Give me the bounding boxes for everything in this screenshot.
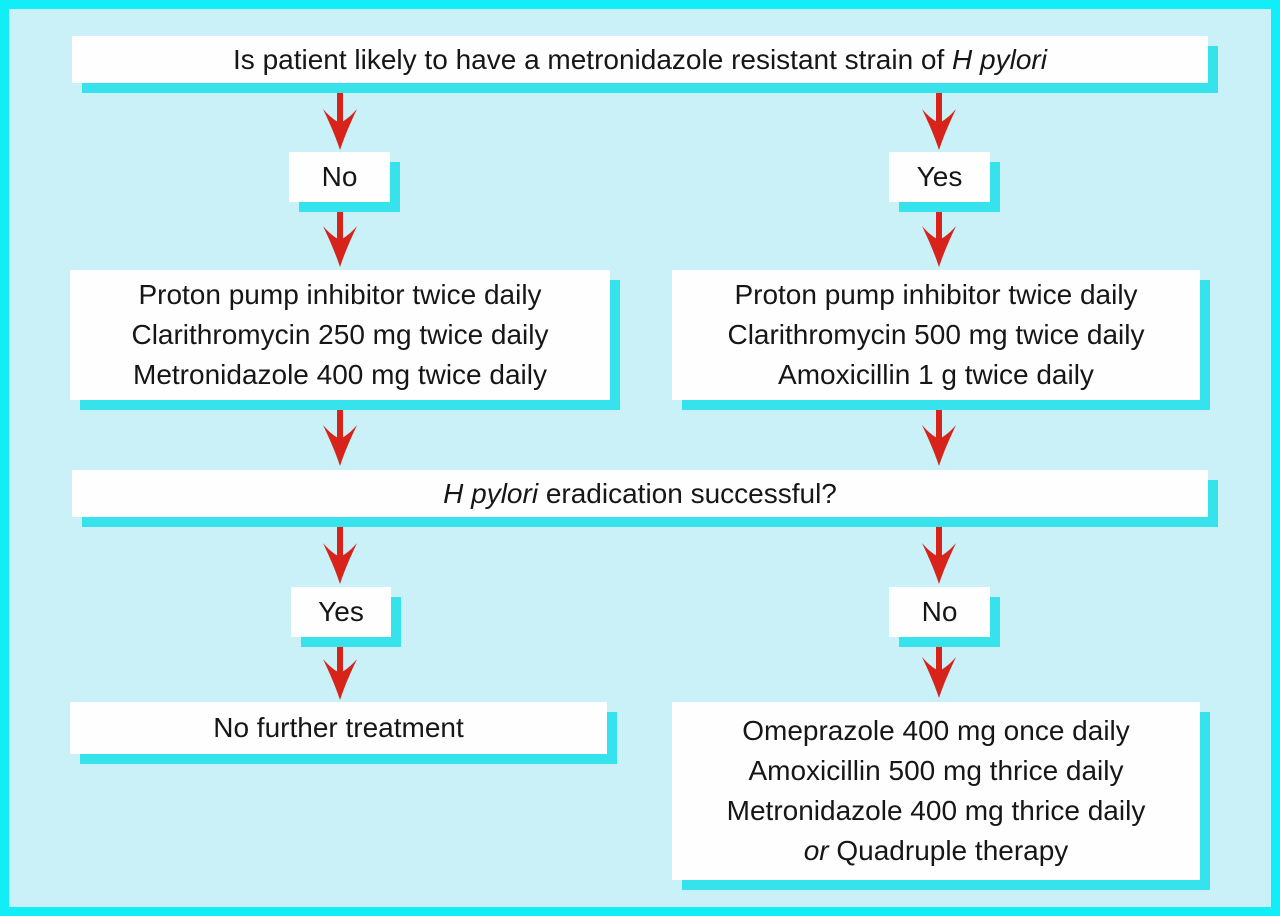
right-treatment-line: Proton pump inhibitor twice daily [734, 279, 1138, 310]
question-text: H pylori eradication successful? [443, 474, 837, 514]
right-treatment-line: Clarithromycin 500 mg twice daily [727, 319, 1145, 350]
decision1-no-box: No [289, 152, 390, 202]
arrow-title-to-no [323, 84, 357, 150]
arrow-right-treatment-to-question [922, 398, 956, 466]
arrow-no-to-left-treatment [323, 200, 357, 267]
arrow-yes-to-right-treatment [922, 200, 956, 267]
question-box: H pylori eradication successful? [72, 470, 1208, 517]
left-treatment-line: Proton pump inhibitor twice daily [138, 279, 542, 310]
left-treatment-box: Proton pump inhibitor twice daily Clarit… [70, 270, 610, 400]
right-treatment-box: Proton pump inhibitor twice daily Clarit… [672, 270, 1200, 400]
arrow-title-to-yes [922, 84, 956, 150]
decision1-no-label: No [321, 161, 358, 192]
retreatment-last-line: or Quadruple therapy [804, 831, 1069, 871]
right-treatment-line: Amoxicillin 1 g twice daily [778, 359, 1094, 390]
retreatment-last-line-plain: Quadruple therapy [828, 835, 1069, 866]
arrow-no-to-retreatment [922, 635, 956, 698]
no-further-treatment-label: No further treatment [213, 712, 464, 743]
decision1-yes-label: Yes [916, 161, 963, 192]
arrow-left-treatment-to-question [323, 398, 357, 466]
decision2-no-box: No [889, 587, 990, 637]
retreatment-line: Omeprazole 400 mg once daily [742, 715, 1130, 746]
retreatment-line: Metronidazole 400 mg thrice daily [726, 795, 1146, 826]
retreatment-box: Omeprazole 400 mg once daily Amoxicillin… [672, 702, 1200, 880]
arrow-question-to-no [922, 516, 956, 584]
arrow-question-to-yes [323, 516, 357, 584]
decision1-yes-box: Yes [889, 152, 990, 202]
decision2-no-label: No [921, 596, 958, 627]
question-text-italic: H pylori [443, 477, 539, 509]
arrow-yes-to-no-further [323, 635, 357, 700]
title-box: Is patient likely to have a metronidazol… [72, 36, 1208, 83]
decision2-yes-label: Yes [318, 596, 364, 627]
title-text: Is patient likely to have a metronidazol… [233, 40, 1047, 80]
retreatment-line: Amoxicillin 500 mg thrice daily [748, 755, 1124, 786]
title-text-italic: H pylori [952, 43, 1047, 75]
decision2-yes-box: Yes [291, 587, 391, 637]
title-text-plain: Is patient likely to have a metronidazol… [233, 43, 953, 75]
left-treatment-line: Clarithromycin 250 mg twice daily [131, 319, 549, 350]
question-text-plain: eradication successful? [538, 477, 837, 509]
retreatment-or-italic: or [803, 835, 829, 866]
left-treatment-line: Metronidazole 400 mg twice daily [133, 359, 547, 390]
no-further-treatment-box: No further treatment [70, 702, 607, 754]
